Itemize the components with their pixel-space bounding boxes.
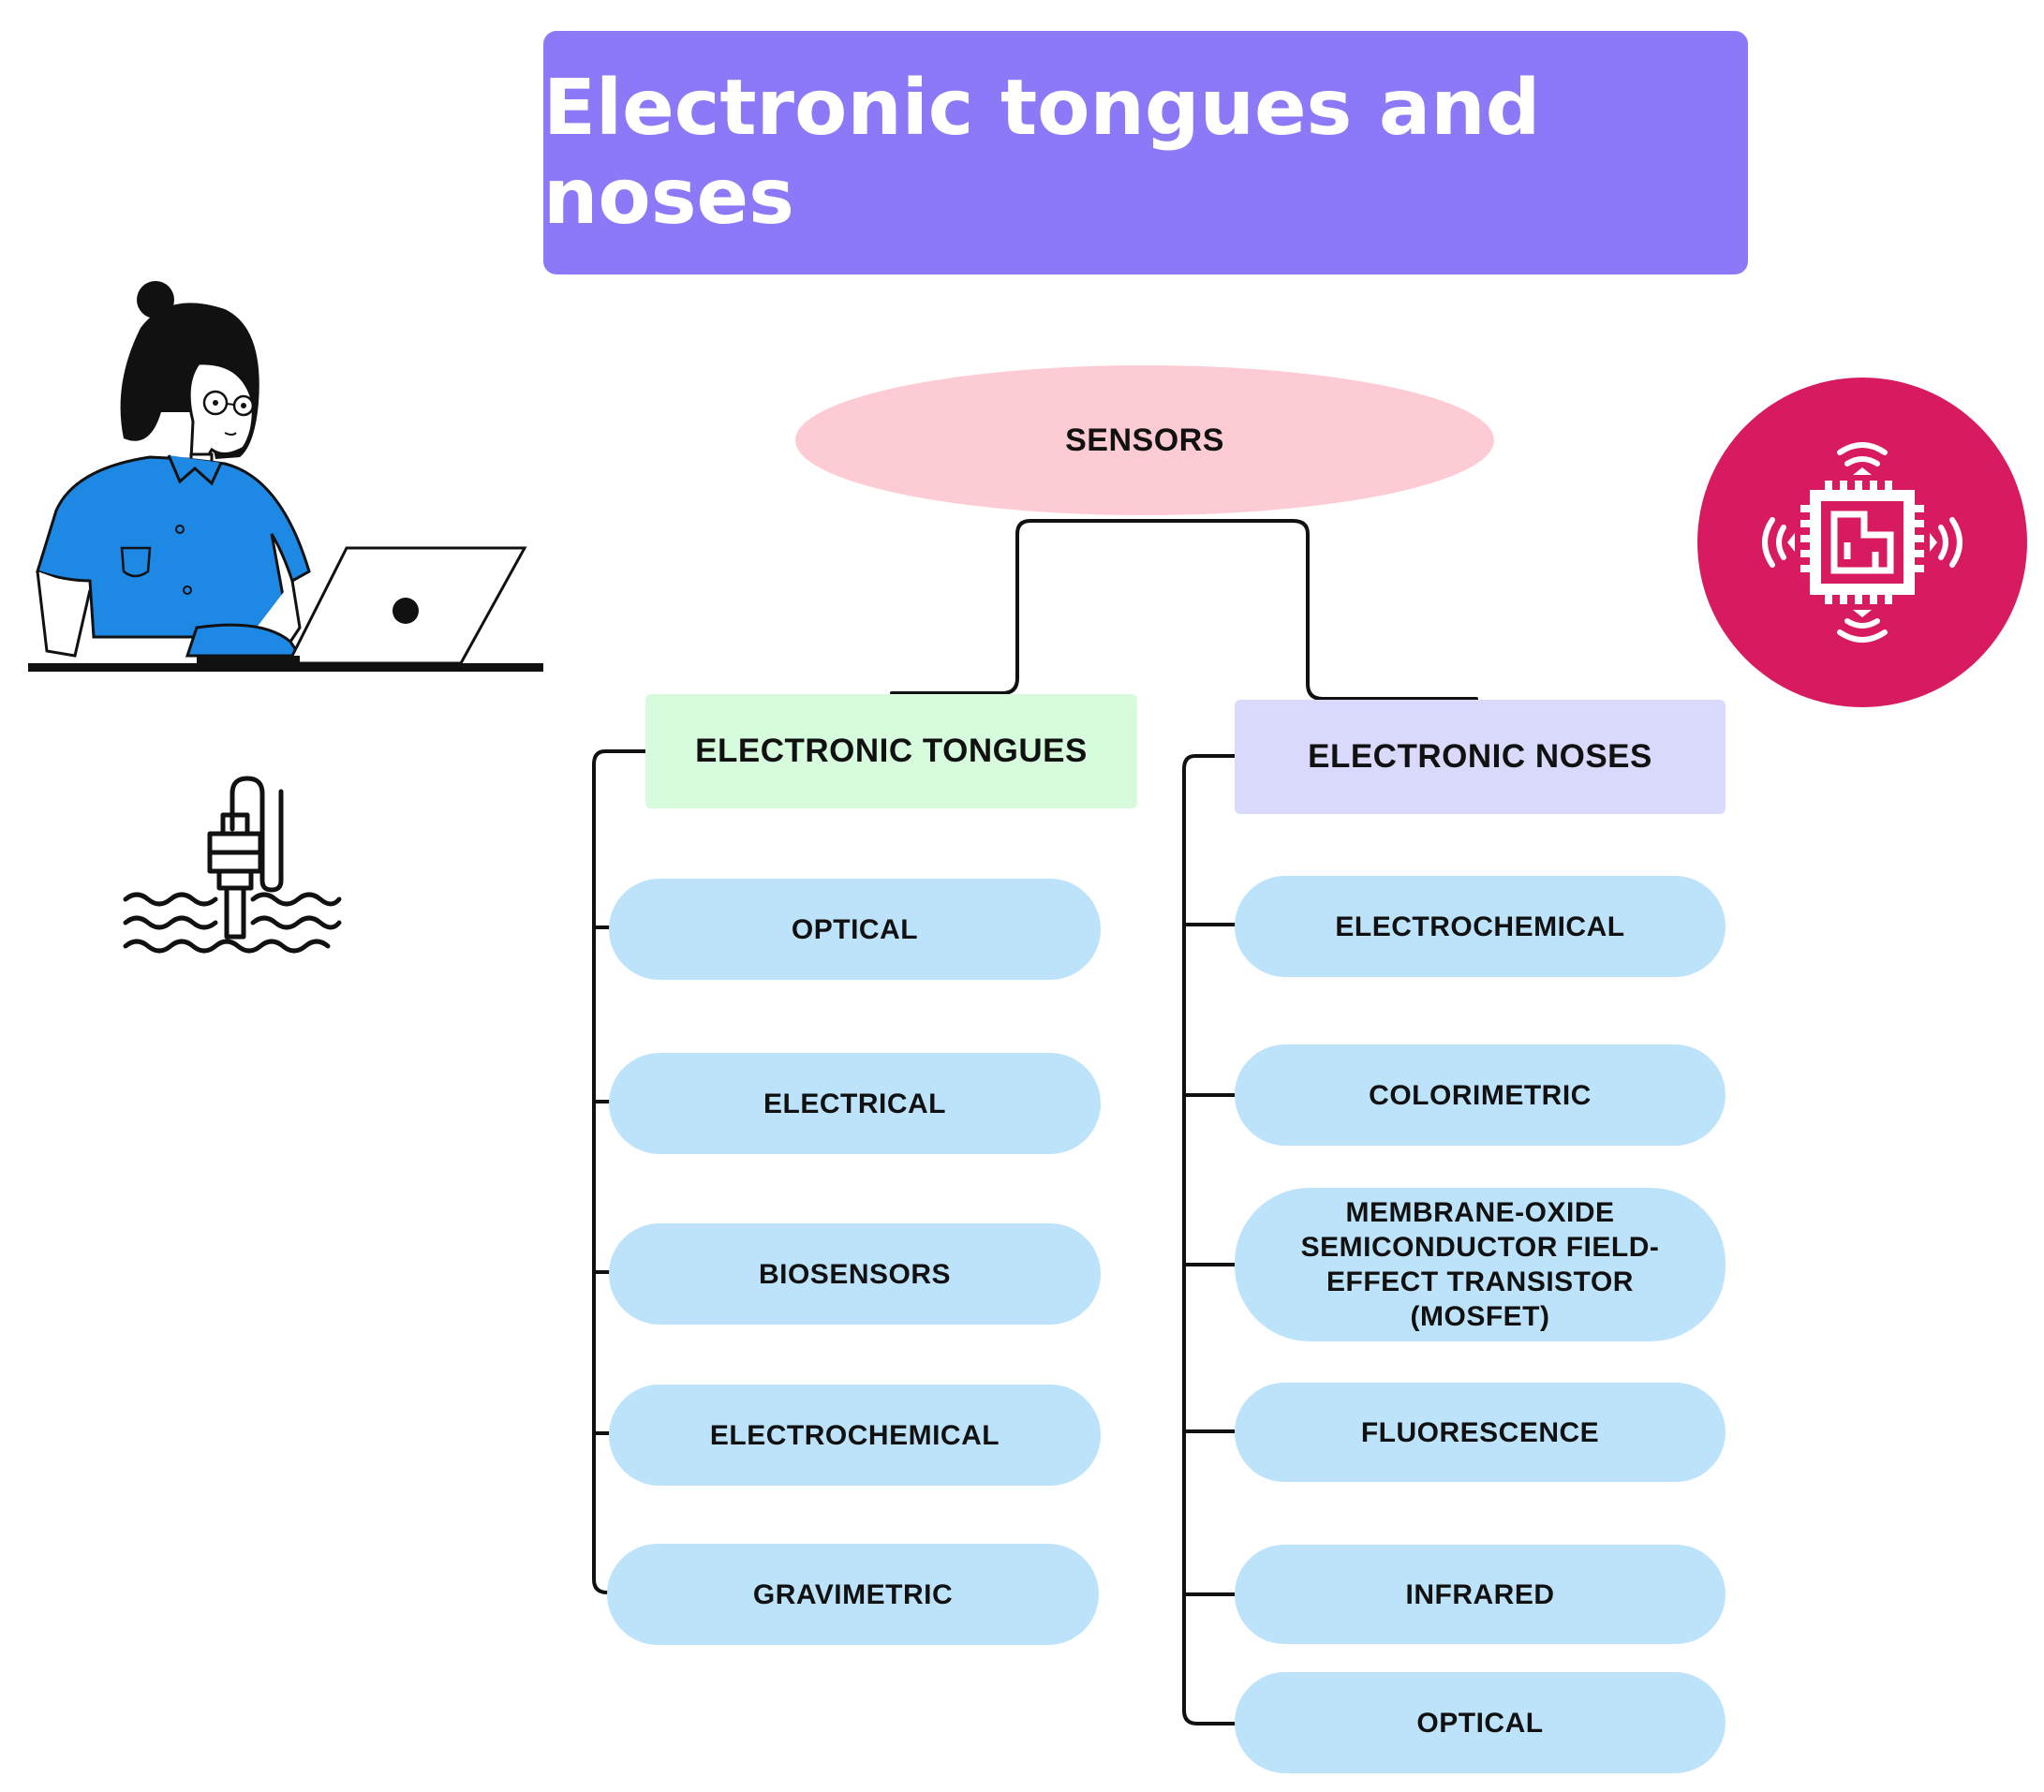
microchip-icon xyxy=(1762,442,1963,643)
page-title: Electronic tongues and noses xyxy=(543,64,1541,242)
connector-tongues-trunk xyxy=(592,749,647,1594)
connector-root-noses xyxy=(1141,519,1478,701)
branch-electronic-tongues: ELECTRONIC TONGUES xyxy=(645,694,1137,808)
leaf-label: MEMBRANE-OXIDE SEMICONDUCTOR FIELD-EFFEC… xyxy=(1300,1197,1660,1332)
leaf-label: ELECTROCHEMICAL xyxy=(1335,911,1625,942)
leaf-tongues-electrical: ELECTRICAL xyxy=(609,1053,1101,1154)
connector-root-tongues xyxy=(890,519,1145,695)
leaf-label: ELECTROCHEMICAL xyxy=(709,1419,1000,1451)
title-banner: Electronic tongues and noses xyxy=(543,31,1748,274)
leaf-label: COLORIMETRIC xyxy=(1369,1079,1592,1111)
leaf-label: GRAVIMETRIC xyxy=(752,1578,954,1610)
microchip-badge xyxy=(1697,378,2027,707)
branch-electronic-noses: ELECTRONIC NOSES xyxy=(1235,700,1726,814)
water-probe-sensor-icon xyxy=(123,776,342,954)
connector-noses-trunk xyxy=(1182,754,1237,1725)
root-node-label: SENSORS xyxy=(1065,422,1224,458)
leaf-label: INFRARED xyxy=(1405,1578,1555,1610)
leaf-noses-mosfet: MEMBRANE-OXIDE SEMICONDUCTOR FIELD-EFFEC… xyxy=(1235,1188,1726,1341)
leaf-tongues-biosensors: BIOSENSORS xyxy=(609,1223,1101,1325)
leaf-label: OPTICAL xyxy=(1416,1707,1544,1739)
leaf-tongues-gravimetric: GRAVIMETRIC xyxy=(607,1544,1099,1645)
leaf-label: FLUORESCENCE xyxy=(1360,1416,1600,1448)
leaf-label: ELECTRICAL xyxy=(763,1088,946,1119)
leaf-noses-optical: OPTICAL xyxy=(1235,1672,1726,1773)
leaf-label: BIOSENSORS xyxy=(758,1258,952,1290)
person-at-laptop-icon xyxy=(28,281,543,672)
leaf-label: OPTICAL xyxy=(791,913,919,945)
leaf-noses-fluorescence: FLUORESCENCE xyxy=(1235,1383,1726,1482)
root-node-sensors: SENSORS xyxy=(795,365,1494,515)
branch-label: ELECTRONIC NOSES xyxy=(1308,738,1652,775)
leaf-noses-electrochemical: ELECTROCHEMICAL xyxy=(1235,876,1726,977)
leaf-noses-infrared: INFRARED xyxy=(1235,1545,1726,1644)
branch-label: ELECTRONIC TONGUES xyxy=(695,733,1088,769)
leaf-tongues-optical: OPTICAL xyxy=(609,879,1101,980)
leaf-noses-colorimetric: COLORIMETRIC xyxy=(1235,1044,1726,1146)
leaf-tongues-electrochemical: ELECTROCHEMICAL xyxy=(609,1385,1101,1486)
